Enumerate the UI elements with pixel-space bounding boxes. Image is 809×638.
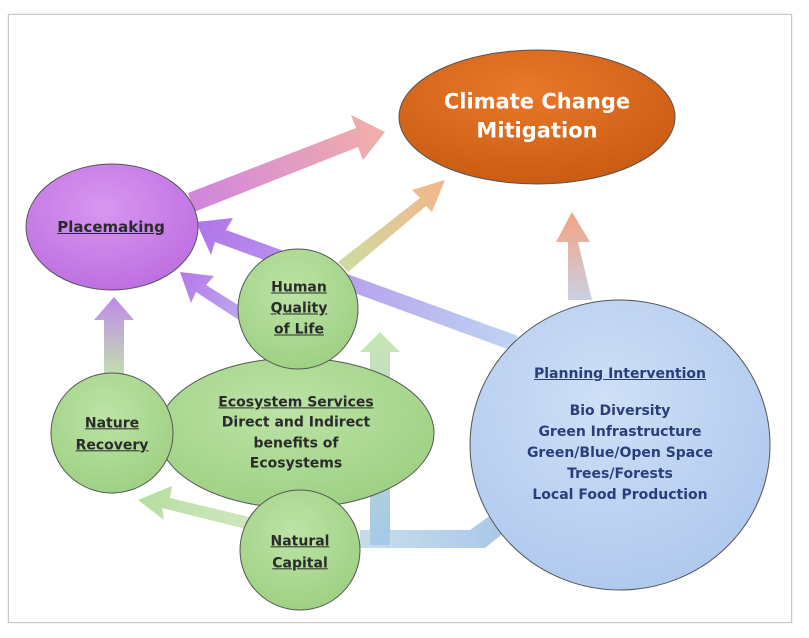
planning-item: Local Food Production: [532, 487, 708, 503]
nature-recovery-node: [50, 372, 174, 494]
planning-intervention-node: [469, 299, 771, 591]
arrow-placemaking-to-climate: [188, 115, 385, 212]
planning-item: Bio Diversity: [569, 403, 671, 419]
planning-item: Green Infrastructure: [538, 424, 702, 440]
arrow-natural-capital-to-nature-recovery: [138, 486, 262, 532]
arrow-planning-to-placemaking: [196, 218, 518, 350]
climate-line-1: Climate Change: [443, 89, 631, 114]
human-line-3: of Life: [274, 321, 324, 338]
human-line-2: Quality: [270, 300, 328, 317]
arrow-planning-to-climate: [556, 212, 592, 300]
climate-change-label: Climate Change Mitigation: [444, 88, 630, 147]
planning-intervention-label: Planning Intervention Bio Diversity Gree…: [527, 364, 713, 506]
climate-change-node: [398, 49, 676, 185]
climate-line-2: Mitigation: [476, 119, 598, 143]
arrow-nature-recovery-to-placemaking: [94, 297, 134, 380]
nature-recovery-label: Nature Recovery: [76, 413, 149, 456]
planning-item: Trees/Forests: [567, 466, 673, 482]
nature-line-1: Nature: [84, 415, 140, 432]
ecosystem-title: Ecosystem Services: [218, 394, 374, 411]
ecosystem-services-label: Ecosystem Services Direct and Indirect b…: [218, 392, 373, 473]
planning-title: Planning Intervention: [533, 366, 707, 382]
capital-line-1: Natural: [270, 533, 330, 550]
arrow-human-to-climate: [338, 180, 445, 272]
placemaking-node: [25, 163, 199, 291]
natural-capital-label: Natural Capital: [271, 531, 330, 574]
ecosystem-line-2: benefits of: [253, 435, 339, 451]
natural-capital-node: [239, 489, 361, 611]
ecosystem-line-3: Ecosystems: [249, 455, 343, 472]
human-line-1: Human: [271, 279, 327, 296]
planning-item: Green/Blue/Open Space: [526, 445, 714, 461]
nature-line-2: Recovery: [75, 437, 149, 453]
human-quality-label: Human Quality of Life: [271, 278, 328, 341]
placemaking-label: Placemaking: [57, 218, 165, 236]
human-quality-node: [237, 248, 359, 370]
arrow-planning-to-natural-capital: [360, 505, 520, 548]
capital-line-2: Capital: [272, 555, 328, 571]
ecosystem-line-1: Direct and Indirect: [221, 414, 371, 431]
